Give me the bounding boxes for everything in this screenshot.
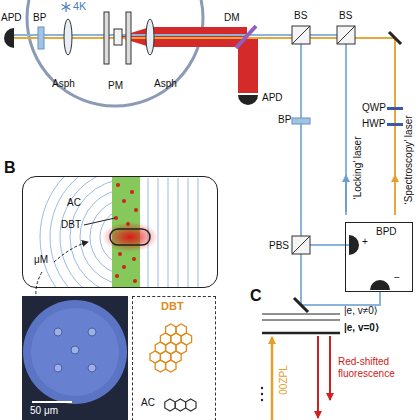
- waveplate-label: QWP: [362, 102, 386, 114]
- lens-label: Asph: [154, 78, 177, 90]
- dbt-structure: [150, 324, 192, 372]
- dichroic-mirror: [236, 26, 256, 48]
- splitter-label: BS: [294, 10, 307, 22]
- ellipsis-dots: [261, 387, 263, 401]
- asphere-lens: [64, 19, 72, 55]
- scale-label: 50 μm: [30, 405, 58, 417]
- box-title: BPD: [376, 226, 397, 238]
- mirror: [389, 32, 401, 44]
- leader-arrow: [54, 242, 88, 262]
- focus-spot: [110, 229, 150, 245]
- transition-label: 00ZPL: [278, 365, 290, 394]
- detector-box: BPD: [345, 222, 413, 292]
- splitter-label: PBS: [269, 240, 289, 252]
- mirror: [294, 298, 308, 312]
- cryostat: [27, 0, 203, 106]
- panel-letter: C: [250, 286, 262, 305]
- part-label: PM: [108, 80, 123, 92]
- microscope-photo: [22, 296, 128, 420]
- locking-beam: [301, 292, 380, 305]
- sign-label: +: [362, 236, 368, 248]
- mirror-label: DM: [224, 12, 240, 24]
- scale-bar: [32, 401, 72, 403]
- detector-symbol: [238, 95, 258, 105]
- structure-inset: DBT AC: [132, 296, 216, 420]
- filter-label: BP: [33, 12, 46, 24]
- molecule-name: AC: [141, 397, 155, 409]
- detector-label: APD: [262, 92, 283, 104]
- emission-arrow: [317, 336, 319, 418]
- microscope-photo: [23, 300, 127, 404]
- temperature-label: 4K: [73, 0, 86, 13]
- microscope-photo: [31, 308, 119, 396]
- microlens-bumps: [54, 328, 96, 372]
- state-label: |e, v≠0⟩: [344, 305, 378, 317]
- detector-symbol: [370, 280, 390, 290]
- energy-level: [262, 332, 340, 335]
- beam-arrow: [394, 175, 396, 212]
- polarizing-beam-splitter: [292, 236, 310, 254]
- bandpass-filter: [292, 118, 310, 124]
- filter-label: BP: [278, 114, 291, 126]
- spectroscopy-beam: [394, 38, 396, 215]
- beam-splitter: [292, 26, 355, 44]
- energy-level: [262, 319, 340, 320]
- emission-glow: [102, 222, 158, 252]
- panel-letter: B: [4, 158, 16, 177]
- lens-label: Asph: [52, 78, 75, 90]
- emission-arrow: [329, 336, 331, 400]
- splitter-label: BS: [339, 10, 352, 22]
- snowflake-symbol: [62, 2, 71, 12]
- locking-beam: [300, 44, 302, 305]
- locking-beam: [345, 35, 347, 215]
- excitation-arrow: [271, 337, 274, 420]
- plate: [126, 12, 131, 64]
- material-label: DBT: [61, 219, 81, 231]
- ac-structure: [165, 399, 196, 411]
- waveplate-label: HWP: [362, 118, 385, 130]
- sample-panel: AC DBT: [22, 176, 218, 288]
- laser-label: ‘Locking’ laser: [352, 137, 364, 200]
- bandpass-filter: [38, 27, 44, 49]
- material-label: AC: [67, 197, 81, 209]
- detector-symbol: [4, 28, 14, 48]
- plate: [104, 12, 109, 64]
- asphere-lens: [146, 19, 154, 55]
- leader-line: [84, 218, 115, 225]
- microlens-contours: [40, 177, 198, 287]
- detector-label: APD: [1, 12, 22, 24]
- laser-label: ‘Spectroscopy’ laser: [403, 115, 415, 204]
- waveplate: [387, 107, 403, 110]
- sample: [114, 29, 122, 45]
- sign-label: −: [394, 272, 400, 284]
- state-label: |e, v=0⟩: [344, 322, 379, 334]
- detector-symbol: [349, 235, 359, 255]
- beam-arrow: [345, 175, 347, 212]
- molecule-name: DBT: [161, 300, 184, 313]
- waveplate: [387, 123, 403, 126]
- energy-level: [262, 313, 340, 314]
- part-label: μM: [34, 254, 48, 266]
- transition-label: Red-shifted fluorescence: [338, 356, 414, 380]
